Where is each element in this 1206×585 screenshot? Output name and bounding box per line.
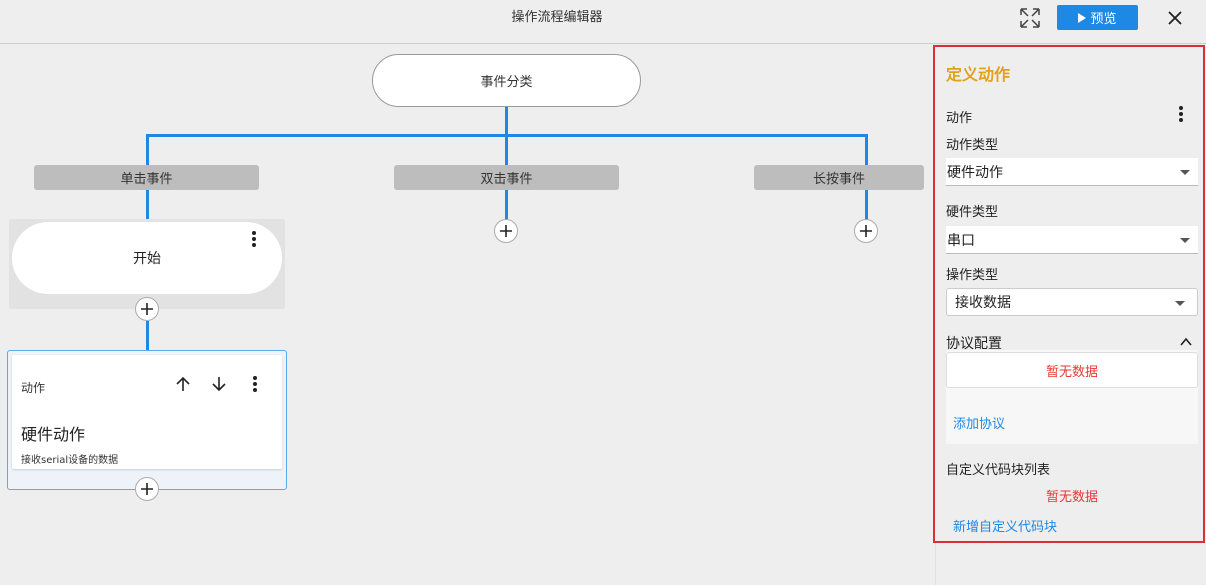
plus-icon xyxy=(860,225,872,237)
protocol-empty-state: 暂无数据 xyxy=(946,352,1198,388)
action-node-selected[interactable]: 动作 硬件动作 接收serial设备的数据 xyxy=(7,350,287,490)
event-tab-single-click[interactable]: 单击事件 xyxy=(34,165,259,190)
operation-type-select[interactable]: 接收数据 xyxy=(946,288,1198,316)
connector-line xyxy=(505,107,508,135)
add-node-button[interactable] xyxy=(135,297,159,321)
arrow-down-icon[interactable] xyxy=(210,375,228,393)
add-code-block-link[interactable]: 新增自定义代码块 xyxy=(953,520,1058,535)
panel-footer-area xyxy=(935,543,1206,585)
plus-icon xyxy=(141,483,153,495)
connector-line xyxy=(865,134,868,165)
operation-type-value: 接收数据 xyxy=(955,295,1011,311)
add-protocol-link[interactable]: 添加协议 xyxy=(953,417,1006,432)
preview-button-label: 预览 xyxy=(1090,12,1117,27)
preview-button[interactable]: 预览 xyxy=(1057,5,1138,30)
connector-line xyxy=(146,134,149,165)
start-node[interactable]: 开始 xyxy=(12,222,282,294)
action-card-title: 硬件动作 xyxy=(21,425,86,444)
plus-icon xyxy=(141,303,153,315)
dropdown-arrow-icon xyxy=(1180,238,1190,243)
code-block-list-label: 自定义代码块列表 xyxy=(946,463,1051,478)
root-node[interactable]: 事件分类 xyxy=(372,54,641,107)
action-card[interactable]: 动作 硬件动作 接收serial设备的数据 xyxy=(12,355,282,469)
chevron-up-icon[interactable] xyxy=(1179,334,1193,348)
define-action-panel: 定义动作 动作 动作类型 硬件动作 硬件类型 串口 操作类型 接收数据 协议配置… xyxy=(933,45,1205,543)
page-title: 操作流程编辑器 xyxy=(511,10,603,25)
action-type-value: 硬件动作 xyxy=(947,164,1003,181)
close-icon[interactable] xyxy=(1163,6,1187,30)
action-card-label: 动作 xyxy=(21,381,46,395)
hardware-type-value: 串口 xyxy=(947,232,975,249)
add-node-button[interactable] xyxy=(135,477,159,501)
plus-icon xyxy=(500,225,512,237)
connector-line xyxy=(146,190,149,220)
more-vert-icon[interactable] xyxy=(249,375,261,393)
connector-line xyxy=(865,190,868,220)
connector-line xyxy=(505,190,508,220)
event-tab-double-click[interactable]: 双击事件 xyxy=(394,165,619,190)
hardware-type-label: 硬件类型 xyxy=(946,205,999,220)
connector-line xyxy=(146,321,149,351)
event-tab-long-press[interactable]: 长按事件 xyxy=(754,165,924,190)
start-node-container: 开始 xyxy=(9,219,285,309)
add-node-button[interactable] xyxy=(494,219,518,243)
play-icon xyxy=(1078,12,1087,23)
panel-title: 定义动作 xyxy=(946,65,1011,84)
fullscreen-icon[interactable] xyxy=(1018,6,1042,30)
protocol-config-section: 暂无数据 添加协议 xyxy=(946,350,1198,444)
protocol-section-label[interactable]: 协议配置 xyxy=(946,336,1002,352)
more-vert-icon[interactable] xyxy=(1175,105,1187,123)
arrow-up-icon[interactable] xyxy=(174,375,192,393)
top-bar: 操作流程编辑器 预览 xyxy=(0,0,1206,44)
dropdown-arrow-icon xyxy=(1180,170,1190,175)
action-card-description: 接收serial设备的数据 xyxy=(21,455,119,466)
flow-canvas: 事件分类 单击事件 双击事件 长按事件 开始 动作 硬件动作 接收serial设… xyxy=(0,45,934,585)
action-type-select[interactable]: 硬件动作 xyxy=(946,158,1198,186)
action-label: 动作 xyxy=(946,111,973,126)
dropdown-arrow-icon xyxy=(1175,301,1185,306)
hardware-type-select[interactable]: 串口 xyxy=(946,226,1198,254)
add-node-button[interactable] xyxy=(854,219,878,243)
connector-line xyxy=(505,134,508,165)
operation-type-label: 操作类型 xyxy=(946,268,999,283)
start-node-label: 开始 xyxy=(133,251,161,267)
code-block-empty-state: 暂无数据 xyxy=(1045,490,1098,505)
action-type-label: 动作类型 xyxy=(946,138,999,153)
more-vert-icon[interactable] xyxy=(248,230,260,248)
